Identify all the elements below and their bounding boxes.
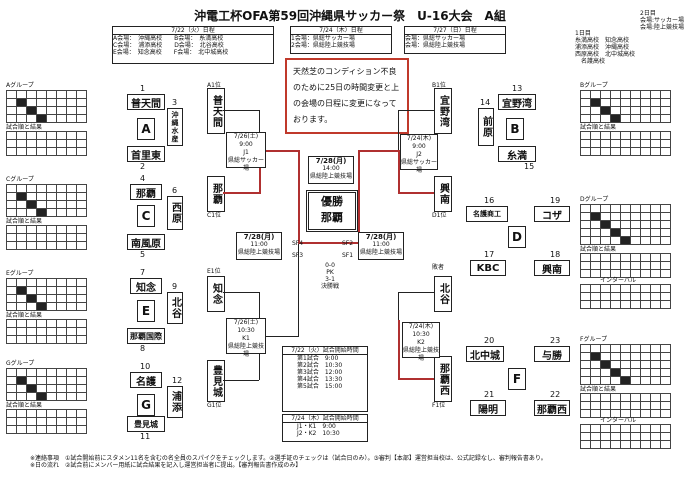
group-c-label: Cグループ [6, 176, 34, 183]
team-nago-shoko: 名護商工 [466, 206, 508, 222]
champion-box: 優勝 那覇 [306, 190, 358, 232]
group-g-results [6, 409, 87, 434]
group-c-results [6, 225, 87, 250]
group-e-label: Eグループ [6, 270, 34, 277]
team-yokatsu: 与勝 [534, 346, 570, 362]
group-a-results-label: 試合順と結果 [6, 124, 43, 131]
team-koza: コザ [534, 206, 570, 222]
timetable-0722: 7/22（火）試合開始時間 第1試合 9:00 第2試合 10:30 第3試合 … [282, 346, 368, 412]
team-urasoe: 浦添 [167, 386, 183, 418]
group-a-label: Aグループ [6, 82, 34, 89]
bracket-left-2: 那覇 [207, 176, 225, 212]
team-konan: 興南 [534, 260, 570, 276]
group-g-label: Gグループ [6, 360, 35, 367]
team-chatan: 北谷 [167, 292, 183, 324]
schedule-box-0722: 7/22（火）日程 A会場： 沖縄高校 B会場： 糸満高校 C会場： 浦添高校 … [112, 26, 274, 64]
team-futenma: 普天間 [127, 94, 165, 110]
group-f-results [580, 393, 671, 418]
bracket-right-4: 那覇西 [434, 356, 452, 402]
team-maehara: 前原 [478, 108, 494, 146]
group-e-results [6, 319, 87, 344]
page-title: 沖電工杯OFA第59回沖縄県サッカー祭 U-16大会 A組 [194, 9, 506, 23]
group-e-table [6, 278, 87, 311]
champion-team: 那覇 [321, 211, 343, 224]
team-nago: 名護 [130, 372, 162, 388]
team-naha: 那覇 [130, 184, 162, 200]
group-a-letter: A [137, 118, 155, 140]
group-b-label: Bグループ [580, 82, 608, 89]
group-d-results-2 [580, 284, 671, 309]
group-b-results [580, 131, 671, 156]
timetable-0724: 7/24（木）試合開始時間 J1・K1 9:00 J2・K2 10:30 [282, 414, 368, 442]
bracket-right-1: 宜野湾 [434, 88, 452, 134]
group-b-table [580, 90, 671, 123]
group-a-results [6, 131, 87, 156]
group-f-results-2 [580, 424, 671, 449]
team-chinen: 知念 [130, 278, 162, 294]
notice-box: 天然芝のコンディション不良のために25日の時間変更と上の会場の日程に変更になって… [285, 58, 409, 134]
group-g-table [6, 368, 87, 401]
schedule-box-0727: 7/27（日）日程 会場：県総サッカー場 会場：県総陸上競技場 [404, 26, 506, 54]
bracket-right-2: 興南 [434, 176, 452, 212]
bracket-left-1: 普天間 [207, 88, 225, 134]
group-f-table [580, 344, 671, 385]
group-a-table [6, 90, 87, 123]
team-tomigusuku: 豊見城 [127, 416, 165, 432]
group-f-label: Fグループ [580, 336, 608, 343]
team-ginowan: 宜野湾 [498, 94, 536, 110]
team-yomei: 陽明 [470, 400, 506, 416]
team-kitanakagusuku: 北中城 [466, 346, 504, 362]
team-shurihigashi: 首里東 [127, 146, 165, 162]
schedule-box-0724: 7/24（木）日程 1会場：県総サッカー場 2会場：県総陸上競技場 [290, 26, 392, 54]
group-d-label: Dグループ [580, 196, 609, 203]
day1-venues: 1日目 糸満高校 知念高校 浦添高校 沖縄高校 西原高校 北中城高校 名護高校 [575, 30, 636, 65]
group-d-results [580, 253, 671, 278]
bracket-right-3: 北谷 [434, 276, 452, 312]
top-right-info: 2日目 会場:サッカー場 会場:陸上競技場 [640, 10, 685, 31]
team-okinawa-suisan: 沖縄水産 [167, 108, 183, 146]
group-c-table [6, 184, 87, 217]
team-nishihara: 西原 [167, 196, 183, 230]
bracket-left-3: 知念 [207, 276, 225, 312]
team-nahanishi: 那覇西 [534, 400, 570, 416]
team-itoman: 糸満 [498, 146, 536, 162]
footer-notes: ※連絡事項 ①試合開始前にスタメン11名を含むの名全員のスパイクをチェックします… [30, 455, 547, 469]
group-d-table [580, 204, 671, 245]
bracket-left-4: 豊見城 [207, 360, 225, 402]
team-naha-kokusai: 那覇国際 [127, 328, 165, 344]
team-kbc: KBC [470, 260, 506, 276]
team-haebaru: 南風原 [127, 234, 165, 250]
